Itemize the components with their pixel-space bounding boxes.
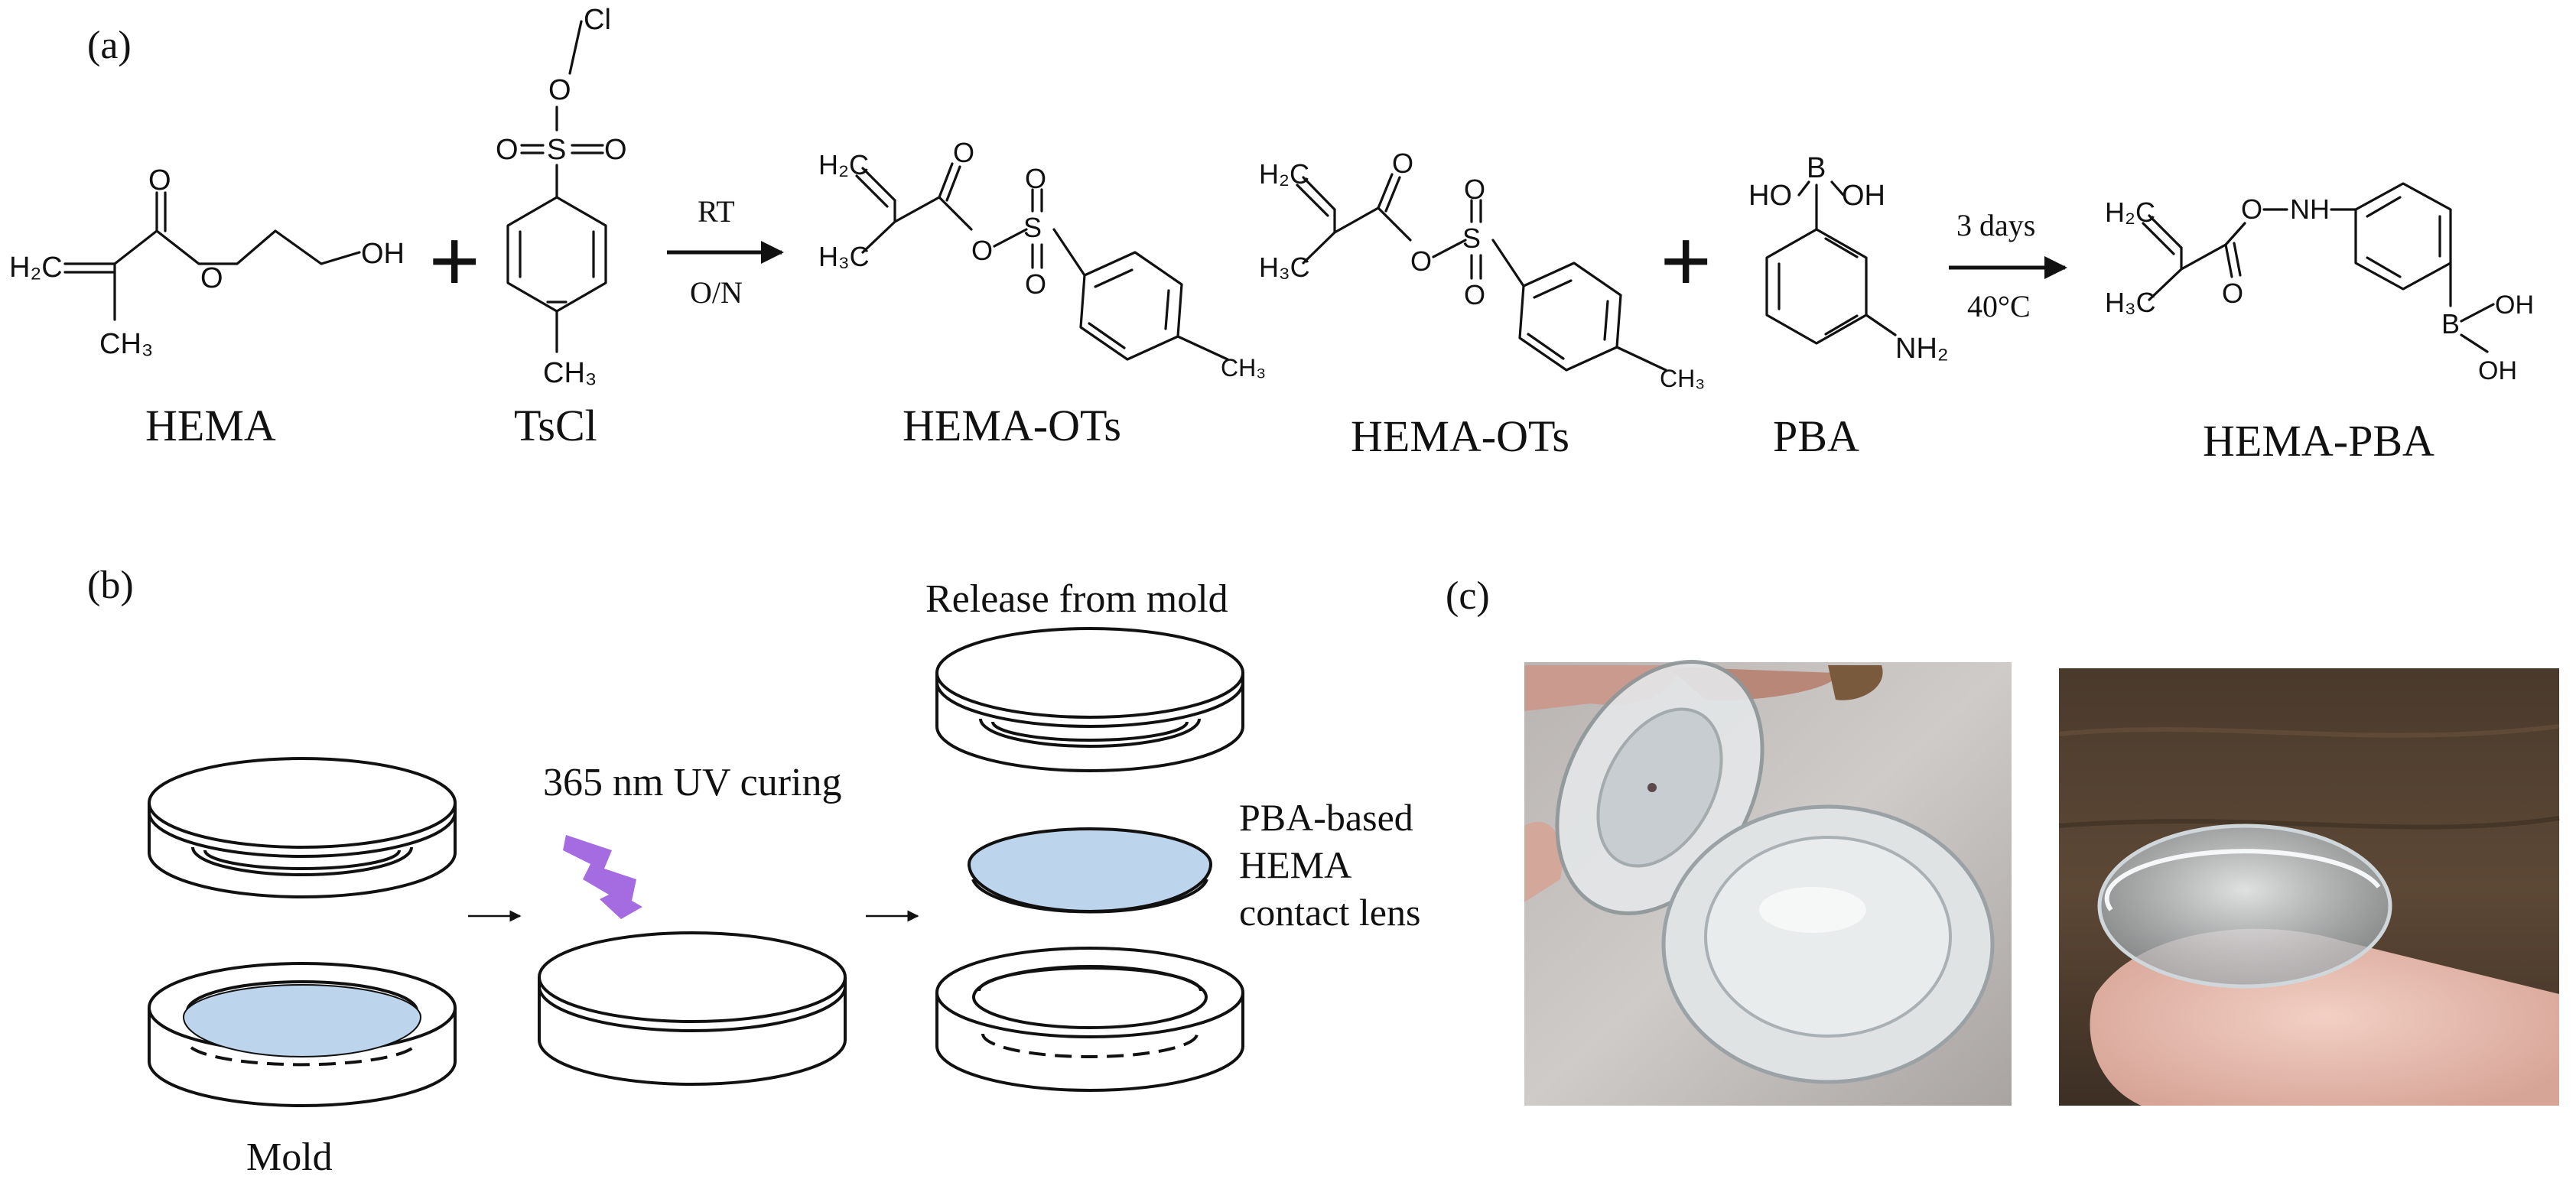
arrow-1-top-condition: RT (698, 194, 735, 229)
tscl-structure: Cl O S O O CH₃ (496, 4, 627, 389)
atom-h2c: H₂C (9, 252, 63, 284)
atom-o: O (496, 134, 519, 166)
atom-o: O (953, 137, 974, 168)
atom-s: S (1462, 223, 1481, 254)
compound-label-hema-ots-2: HEMA-OTs (1351, 411, 1569, 461)
pba-structure: HO B OH NH₂ (1748, 152, 1949, 365)
lens-label-line-2: HEMA (1239, 843, 1351, 886)
atom-ch3: CH₃ (99, 328, 153, 360)
atom-cl: Cl (584, 4, 611, 36)
atom-o: O (1025, 268, 1046, 300)
release-label: Release from mold (925, 577, 1228, 621)
panel-label-b: (b) (87, 564, 134, 607)
atom-h3c: H₃C (818, 241, 870, 272)
mold-bottom-half-right (935, 947, 1244, 1092)
atom-o: O (1392, 148, 1413, 179)
atom-h3c: H₃C (2105, 287, 2156, 318)
atom-o: O (2241, 193, 2262, 225)
uv-curing-label: 365 nm UV curing (543, 761, 841, 804)
atom-b: B (1807, 152, 1826, 184)
monomer-solution (182, 984, 422, 1057)
hema-ots-structure-2: H₂C H₃C O O S O O CH₃ (1259, 148, 1705, 392)
atom-ho: HO (1748, 180, 1792, 212)
atom-h2c: H₂C (818, 149, 869, 180)
atom-ch3: CH₃ (1660, 365, 1705, 392)
compound-label-pba: PBA (1773, 411, 1859, 461)
atom-s: S (547, 134, 566, 166)
atom-o: O (1464, 279, 1485, 310)
mold-top-half-right (935, 627, 1244, 772)
compound-label-hema-ots-1: HEMA-OTs (903, 401, 1121, 450)
hema-structure: H₂C O O OH CH₃ (9, 164, 405, 360)
plus-sign: + (1660, 210, 1712, 312)
hema-pba-structure: H₂C H₃C O O NH B OH OH (2105, 182, 2534, 385)
compound-label-hema: HEMA (145, 401, 276, 450)
compound-label-hema-pba: HEMA-PBA (2203, 416, 2435, 466)
atom-nh2: NH₂ (1895, 333, 1949, 365)
mold-bottom-half-left (148, 962, 457, 1107)
photo-lens-on-finger (2058, 668, 2560, 1106)
compound-label-tscl: TsCl (514, 401, 597, 450)
closed-mold (538, 931, 847, 1086)
atom-oh: OH (2478, 356, 2517, 385)
atom-ch3: CH₃ (1221, 354, 1266, 382)
atom-h2c: H₂C (1259, 158, 1309, 190)
uv-lightning-bolt-icon (563, 835, 642, 919)
atom-oh: OH (2495, 291, 2534, 320)
atom-nh: NH (2290, 193, 2330, 225)
atom-oh: OH (361, 238, 405, 270)
atom-o: O (604, 134, 627, 166)
hema-ots-structure-1: H₂C H₃C O O S O O CH₃ (818, 137, 1266, 382)
plus-sign: + (428, 210, 480, 312)
panel-label-a: (a) (87, 24, 132, 67)
atom-o: O (1410, 245, 1432, 277)
atom-o: O (548, 74, 571, 106)
atom-h2c: H₂C (2105, 197, 2155, 228)
mold-label: Mold (246, 1135, 333, 1179)
atom-o: O (971, 235, 993, 266)
arrow-1-bottom-condition: O/N (690, 275, 743, 310)
arrow-2-top-condition: 3 days (1956, 208, 2035, 242)
atom-o: O (1025, 163, 1046, 194)
atom-oh: OH (1842, 180, 1885, 212)
panel-label-c: (c) (1446, 574, 1490, 618)
atom-s: S (1023, 212, 1042, 243)
contact-lens (968, 827, 1212, 914)
atom-o: O (2222, 278, 2243, 309)
lens-label-line-3: contact lens (1239, 891, 1420, 934)
atom-o: O (200, 262, 223, 294)
mold-top-half-left (148, 757, 457, 898)
atom-b: B (2441, 308, 2460, 339)
lens-label-line-1: PBA-based (1239, 796, 1413, 839)
atom-ch3: CH₃ (543, 357, 597, 389)
atom-h3c: H₃C (1259, 252, 1310, 283)
atom-o: O (148, 164, 171, 197)
atom-o: O (1464, 174, 1485, 205)
photo-lens-in-mold (1524, 660, 2012, 1106)
arrow-2-bottom-condition: 40°C (1967, 289, 2031, 323)
